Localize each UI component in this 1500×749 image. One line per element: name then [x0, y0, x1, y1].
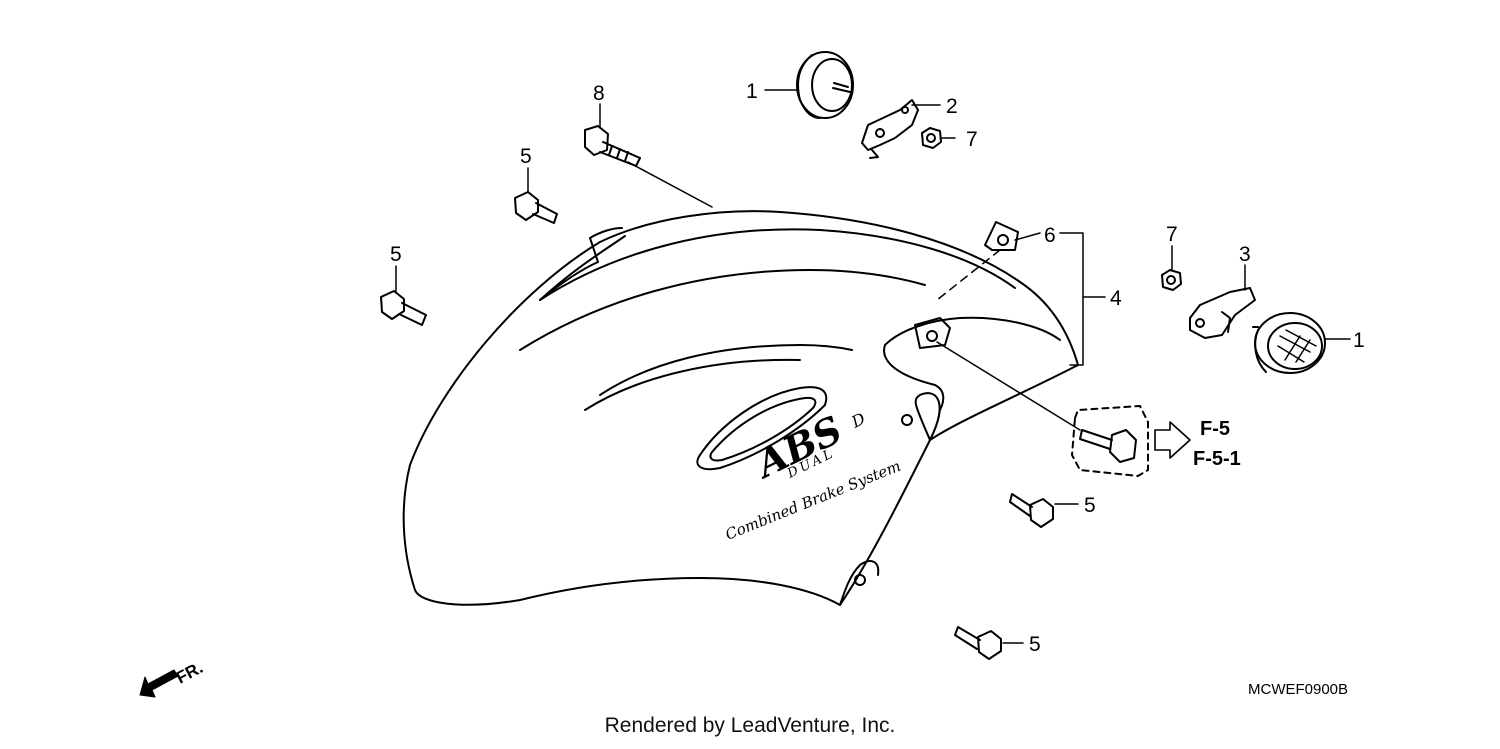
- screw-left-part: [380, 290, 427, 326]
- grommet-right-part: [1252, 312, 1326, 374]
- abs-decal: ABS D DUAL Combined Brake System: [723, 407, 904, 544]
- render-credit: Rendered by LeadVenture, Inc.: [604, 714, 896, 737]
- callout-assembly: 4: [1110, 287, 1122, 310]
- bracket-left-part: [861, 99, 919, 159]
- reference-label-1[interactable]: F-5: [1200, 418, 1230, 440]
- leader-lines: [395, 89, 1351, 644]
- bracket-right-part: [1189, 287, 1256, 339]
- nut-right-part: [1161, 269, 1182, 291]
- callout-clip: 6: [1044, 224, 1056, 247]
- nut-left-part: [921, 127, 942, 149]
- callout-screw-left: 5: [390, 243, 402, 266]
- callout-nut-left: 7: [966, 128, 978, 151]
- reference-label-2[interactable]: F-5-1: [1193, 448, 1241, 470]
- front-direction-arrow: [139, 669, 179, 698]
- callout-grommet-right: 1: [1353, 329, 1365, 352]
- callout-bolt: 8: [593, 82, 605, 105]
- clip-part: [984, 221, 1019, 251]
- callout-screw-bottom: 5: [1029, 633, 1041, 656]
- screw-upper-left-part: [514, 191, 558, 224]
- diagram-code: MCWEF0900B: [1248, 681, 1348, 698]
- bolt-part: [584, 125, 641, 167]
- front-direction-label: FR.: [173, 658, 206, 688]
- callout-screw-upper-left: 5: [520, 145, 532, 168]
- callout-bracket-right: 3: [1239, 243, 1251, 266]
- front-fender: [402, 210, 1079, 606]
- referenced-bolt: [1071, 405, 1149, 477]
- callout-grommet-top: 1: [746, 80, 758, 103]
- callout-nut-right: 7: [1166, 223, 1178, 246]
- screw-bottom-part: [954, 626, 1002, 660]
- screw-lower-mid-part: [1009, 493, 1054, 528]
- callout-bracket-left: 2: [946, 95, 958, 118]
- callout-screw-lower-mid: 5: [1084, 494, 1096, 517]
- reference-arrow: [1154, 421, 1191, 459]
- callouts: 1 2 7 8 5 5 6 4 7 3 1 5 5: [390, 80, 1365, 656]
- grommet-top-part: [796, 51, 854, 119]
- decal-suffix: D: [848, 409, 869, 432]
